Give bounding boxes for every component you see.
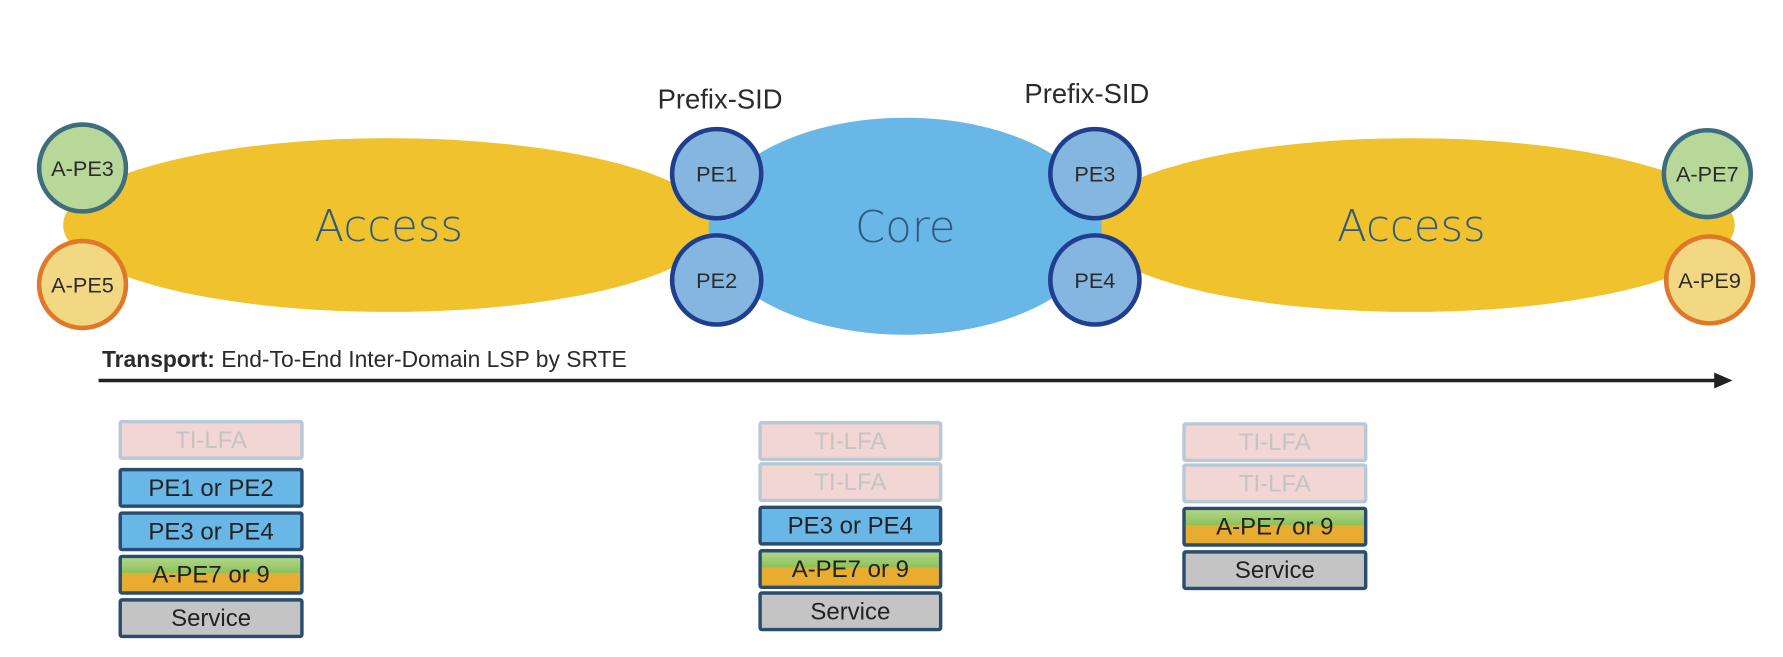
node-a-pe9[interactable]: A-PE9 (1663, 234, 1756, 326)
stack-label-text: A-PE7 or 9 (1216, 514, 1333, 541)
stack-label-pe: PE3 or PE4 (118, 511, 304, 552)
stack-label-box (1182, 463, 1368, 504)
stack-label-text: TI-LFA (814, 469, 886, 496)
stack-label-tilfa: TI-LFA (758, 421, 943, 462)
stack-label-text: PE3 or PE4 (788, 513, 913, 540)
stack-label-ape: A-PE7 or 9 (758, 549, 943, 590)
stack-label-text: PE3 or PE4 (148, 518, 273, 545)
node-pe1[interactable]: PE1 (669, 126, 764, 221)
stack-label-text: TI-LFA (175, 427, 247, 454)
stack-label-box (758, 549, 943, 590)
access-domain-left (63, 138, 715, 312)
stack-label-text: Service (171, 605, 251, 632)
stack-label-tilfa: TI-LFA (758, 462, 943, 503)
node-pe2[interactable]: PE2 (669, 233, 764, 327)
arrowhead-icon (1714, 372, 1733, 389)
stack-label-service: Service (1182, 550, 1368, 591)
node-a-pe3[interactable]: A-PE3 (36, 122, 129, 214)
transport-caption-bold: Transport: (102, 346, 215, 372)
node-label: PE2 (696, 268, 737, 293)
node-a-pe7[interactable]: A-PE7 (1661, 127, 1754, 220)
node-label: A-PE5 (51, 273, 114, 298)
node-pe3[interactable]: PE3 (1048, 126, 1142, 221)
node-a-pe5[interactable]: A-PE5 (36, 238, 129, 331)
stack-label-box (118, 598, 304, 639)
stack-label-box (1182, 506, 1368, 547)
stack-label-tilfa: TI-LFA (1182, 463, 1368, 504)
stack-label-text: A-PE7 or 9 (152, 562, 269, 589)
access-left-label: Access (314, 202, 463, 252)
stack-label-service: Service (118, 598, 304, 639)
stack-label-box (758, 421, 943, 462)
stack-label-text: TI-LFA (1239, 470, 1311, 497)
stack-label-box (118, 467, 304, 508)
stack-label-service: Service (758, 591, 943, 632)
stack-label-text: TI-LFA (814, 428, 886, 455)
stack-label-ape: A-PE7 or 9 (118, 554, 304, 595)
stack-label-ape: A-PE7 or 9 (1182, 506, 1368, 547)
node-label: PE3 (1074, 162, 1115, 187)
label-stack-3: TI-LFA TI-LFA A-PE7 or 9 Service (1182, 422, 1368, 591)
transport-caption-text: End-To-End Inter-Domain LSP by SRTE (215, 346, 627, 372)
stack-label-box (758, 505, 943, 546)
node-label: A-PE9 (1678, 268, 1741, 293)
stack-label-box (118, 419, 304, 460)
stack-label-text: Service (810, 598, 890, 625)
core-domain (708, 117, 1102, 335)
stack-label-text: A-PE7 or 9 (792, 556, 909, 583)
node-pe4[interactable]: PE4 (1048, 233, 1142, 327)
stack-label-pe: PE1 or PE2 (118, 467, 304, 508)
node-label: PE4 (1074, 268, 1115, 293)
node-label: A-PE7 (1676, 162, 1739, 187)
access-right-label: Access (1337, 202, 1486, 252)
stack-label-tilfa: TI-LFA (118, 419, 304, 460)
stack-label-box (118, 554, 304, 595)
prefix-sid-label-pe1-pe2: Prefix-SID (658, 84, 783, 115)
stack-label-pe: PE3 or PE4 (758, 505, 943, 546)
node-label: PE1 (696, 162, 737, 187)
stack-label-box (1182, 422, 1368, 463)
stack-label-text: PE1 or PE2 (148, 475, 273, 502)
stack-label-box (758, 591, 943, 632)
stack-label-box (118, 511, 304, 552)
stack-label-text: TI-LFA (1239, 429, 1311, 456)
node-label: A-PE3 (51, 156, 114, 181)
transport-arrow (98, 372, 1733, 389)
prefix-sid-label-pe3-pe4: Prefix-SID (1024, 78, 1149, 109)
transport-caption: Transport: End-To-End Inter-Domain LSP b… (102, 346, 627, 372)
stack-label-box (758, 462, 943, 503)
core-label: Core (855, 203, 955, 253)
stack-label-tilfa: TI-LFA (1182, 422, 1368, 463)
stack-label-text: Service (1235, 557, 1315, 584)
stack-label-box (1182, 550, 1368, 591)
access-domain-right (1088, 138, 1735, 312)
